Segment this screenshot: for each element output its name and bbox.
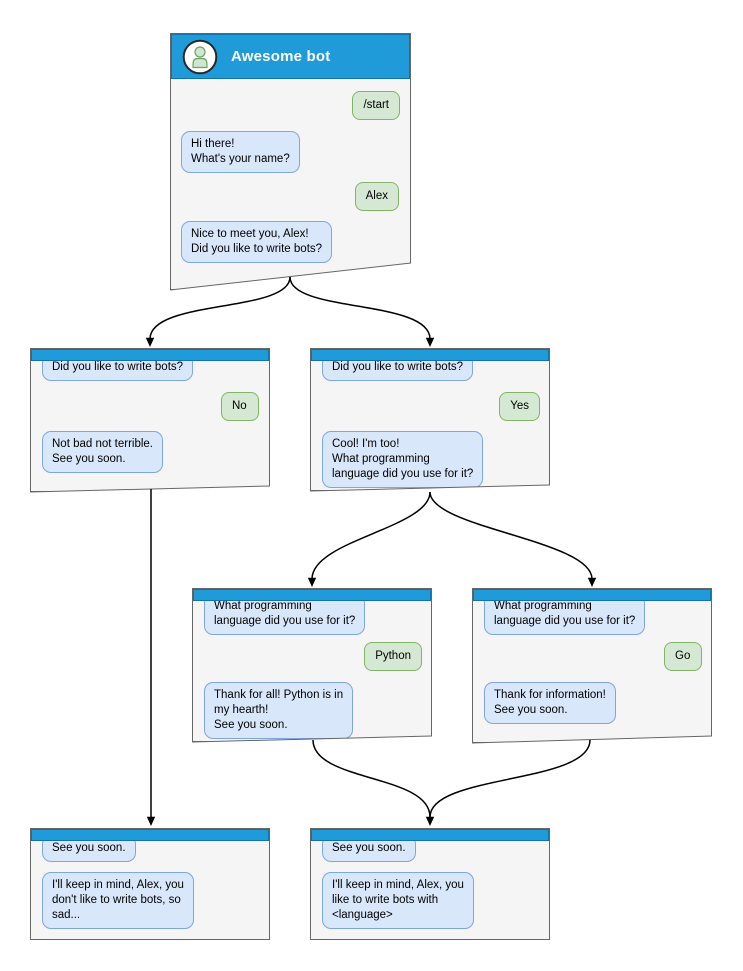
bot-message-bubble: Thank for all! Python is in my hearth! S… [204, 682, 354, 739]
bot-message-bubble: Cool! I'm too! What programming language… [322, 431, 484, 488]
chat-window-start[interactable]: Awesome bot /start Hi there! What's your… [170, 33, 411, 290]
person-avatar-icon [182, 39, 218, 74]
bot-message-bubble: Nice to meet you, Alex! Did you like to … [181, 221, 333, 263]
user-message-bubble: No [221, 392, 259, 421]
user-message-bubble: /start [352, 91, 400, 120]
bot-title: Awesome bot [231, 48, 331, 65]
user-message-bubble: Alex [354, 182, 399, 211]
chat-window-titlebar [311, 829, 549, 841]
chat-window-branch-yes[interactable]: Did you like to write bots? Yes Cool! I'… [310, 348, 550, 491]
bot-message-bubble: Thank for information! See you soon. [484, 682, 616, 724]
bot-message-bubble: I'll keep in mind, Alex, you don't like … [42, 872, 194, 929]
chat-window-end-no[interactable]: See you soon. I'll keep in mind, Alex, y… [30, 828, 270, 940]
chat-window-titlebar [473, 589, 711, 601]
user-message-bubble: Go [664, 642, 702, 671]
chat-window-titlebar [311, 349, 549, 361]
chat-window-titlebar [31, 349, 269, 361]
user-message-bubble: Yes [499, 392, 540, 421]
connector-start-to-yes [289, 276, 431, 340]
connector-python-to-end [312, 739, 431, 818]
chat-window-titlebar [31, 829, 269, 841]
bot-message-bubble: I'll keep in mind, Alex, you like to wri… [322, 872, 474, 929]
chat-window-branch-no[interactable]: Did you like to write bots? No Not bad n… [30, 348, 270, 492]
chat-window-branch-python[interactable]: What programming language did you use fo… [192, 588, 432, 742]
connector-yes-to-go [429, 491, 593, 580]
connector-go-to-end [429, 739, 591, 818]
user-message-bubble: Python [364, 642, 422, 671]
chat-window-end-language[interactable]: See you soon. I'll keep in mind, Alex, y… [310, 828, 550, 940]
chat-window-titlebar [193, 589, 431, 601]
chat-window-branch-go[interactable]: What programming language did you use fo… [472, 588, 712, 743]
connector-yes-to-python [311, 491, 431, 580]
bot-message-bubble: Hi there! What's your name? [181, 131, 300, 173]
bot-message-bubble: Not bad not terrible. See you soon. [42, 431, 164, 473]
chat-window-titlebar: Awesome bot [171, 34, 410, 79]
